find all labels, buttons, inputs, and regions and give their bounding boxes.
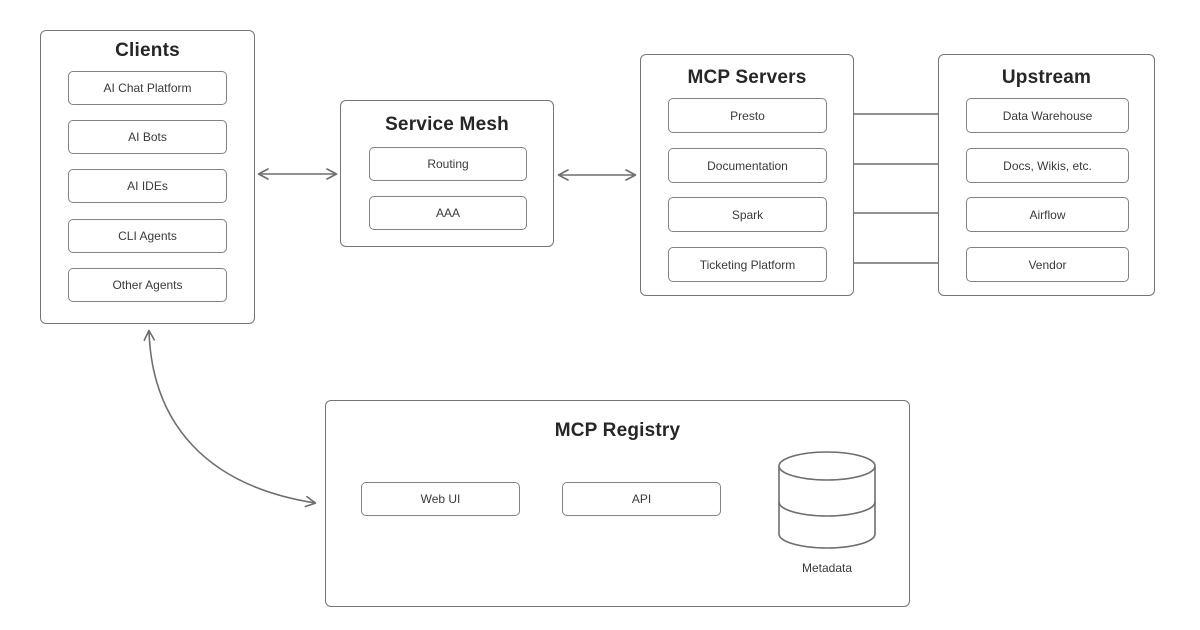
mcp-servers-box: MCP Servers Presto Documentation Spark T…	[640, 54, 854, 296]
node-presto: Presto	[668, 98, 827, 133]
node-web-ui: Web UI	[361, 482, 520, 516]
node-ai-bots: AI Bots	[68, 120, 227, 154]
node-data-warehouse: Data Warehouse	[966, 98, 1129, 133]
node-routing: Routing	[369, 147, 527, 181]
node-ai-chat-platform: AI Chat Platform	[68, 71, 227, 105]
node-api: API	[562, 482, 721, 516]
mcp-registry-title: MCP Registry	[554, 420, 681, 441]
upstream-title: Upstream	[1001, 67, 1092, 88]
database-cylinder-icon	[778, 451, 876, 549]
node-ticketing-platform: Ticketing Platform	[668, 247, 827, 282]
node-cli-agents: CLI Agents	[68, 219, 227, 253]
metadata-label: Metadata	[801, 561, 853, 575]
clients-box: Clients AI Chat Platform AI Bots AI IDEs…	[40, 30, 255, 324]
mcp-registry-box: MCP Registry Web UI API Metadata	[325, 400, 910, 607]
node-documentation: Documentation	[668, 148, 827, 183]
node-aaa: AAA	[369, 196, 527, 230]
node-docs-wikis: Docs, Wikis, etc.	[966, 148, 1129, 183]
node-spark: Spark	[668, 197, 827, 232]
arrow-clients-mcp-registry-curved	[143, 329, 317, 508]
mcp-servers-title: MCP Servers	[687, 67, 807, 88]
node-ai-ides: AI IDEs	[68, 169, 227, 203]
upstream-box: Upstream Data Warehouse Docs, Wikis, etc…	[938, 54, 1155, 296]
node-other-agents: Other Agents	[68, 268, 227, 302]
service-mesh-title: Service Mesh	[385, 114, 509, 135]
node-vendor: Vendor	[966, 247, 1129, 282]
clients-title: Clients	[115, 40, 180, 61]
service-mesh-box: Service Mesh Routing AAA	[340, 100, 554, 247]
node-airflow: Airflow	[966, 197, 1129, 232]
